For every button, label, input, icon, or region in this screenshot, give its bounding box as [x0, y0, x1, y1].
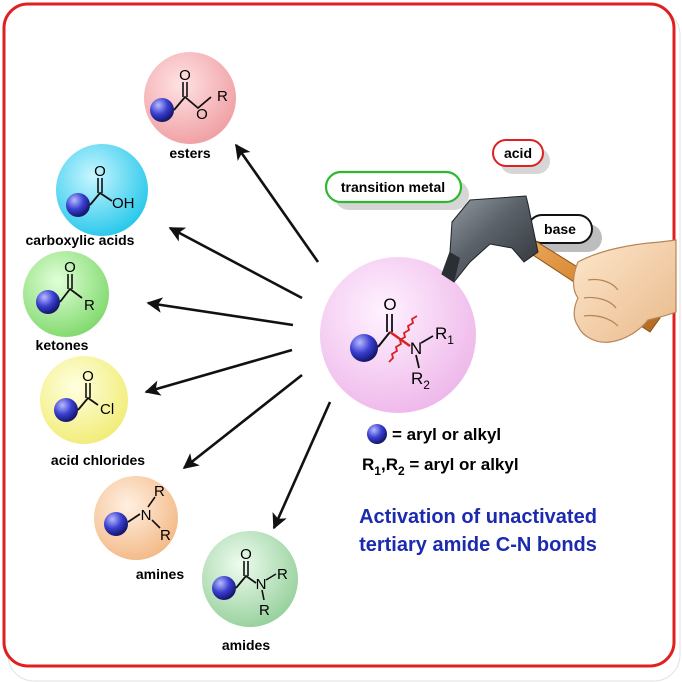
ball-legend-text: = aryl or alkyl	[392, 425, 501, 444]
caption-line-1: Activation of unactivated	[359, 506, 597, 528]
nitrogen-atom: N	[410, 339, 422, 358]
transition-metal-tag-label: transition metal	[341, 179, 445, 195]
product-carboxylic-acids: O OH carboxylic acids	[26, 144, 148, 248]
product-ketones: O R ketones	[23, 251, 109, 353]
r-group: R	[84, 297, 95, 314]
ball-icon	[367, 424, 387, 444]
transition-metal-tag	[324, 170, 463, 204]
carboxylic-acids-label: carboxylic acids	[26, 232, 135, 248]
r-group: R	[259, 602, 270, 619]
n-r1-bond	[420, 335, 434, 344]
hand-icon	[572, 239, 677, 343]
amine-bond	[127, 513, 141, 523]
arrow-to-amines	[182, 373, 303, 470]
substrate-bubble	[320, 257, 476, 413]
acid-tag	[492, 139, 544, 167]
amides-label: amides	[222, 637, 270, 653]
arrow-to-acid-chlorides	[144, 348, 293, 396]
r1-group: R1	[435, 324, 454, 347]
product-esters: O O R esters	[144, 52, 236, 161]
caption-line-2: tertiary amide C-N bonds	[359, 534, 597, 556]
amide-bond	[265, 573, 277, 581]
arrow-to-amides	[272, 401, 332, 530]
ball-carbonyl-bond	[377, 331, 391, 348]
ball-icon	[66, 193, 90, 217]
ball-icon	[350, 334, 378, 362]
ball-icon	[54, 398, 78, 422]
oxygen-atom: O	[383, 295, 396, 314]
chloride-bonds	[77, 396, 99, 411]
oxygen-atom: O	[82, 368, 94, 385]
oxygen-atom: O	[179, 67, 191, 84]
ball-icon	[212, 576, 236, 600]
arrow-to-ketones	[146, 297, 294, 327]
oxygen-atom: O	[240, 546, 252, 563]
reaction-arrows	[144, 143, 332, 530]
oxygen-atom: O	[94, 163, 106, 180]
acid-bonds	[89, 191, 113, 206]
finger-line	[587, 278, 619, 291]
acid-chlorides-label: acid chlorides	[51, 452, 145, 468]
r-group: R	[154, 483, 165, 500]
amide-bond	[261, 589, 265, 601]
product-amines: R N R amines	[94, 476, 184, 582]
amine-bond	[147, 496, 156, 508]
nitrogen-atom: N	[256, 576, 267, 593]
legend: = aryl or alkyl R1,R2 = aryl or alkyl	[362, 424, 519, 478]
n-r2-bond	[415, 354, 420, 369]
ester-bonds	[173, 95, 212, 111]
base-tag-label: base	[544, 221, 576, 237]
r-group: R	[217, 88, 228, 105]
finger-line	[583, 314, 619, 327]
activator-tags: acid transition metal base	[324, 139, 602, 252]
hammer-face	[442, 252, 460, 282]
amide-bonds	[235, 574, 257, 589]
chlorine-atom: Cl	[100, 401, 114, 418]
esters-bubble	[144, 52, 236, 144]
ketone-bonds	[59, 287, 83, 303]
amines-bubble	[94, 476, 178, 560]
nitrogen-atom: N	[141, 507, 152, 524]
hydroxyl-group: OH	[112, 195, 135, 212]
ball-icon	[36, 290, 60, 314]
r-legend-text: R1,R2 = aryl or alkyl	[362, 455, 519, 478]
arrow-to-esters	[234, 143, 320, 263]
oxygen-atom: O	[196, 106, 208, 123]
amine-bond	[151, 519, 161, 529]
substrate-tertiary-amide: O N R1 R2	[320, 257, 476, 413]
product-acid-chlorides: O Cl acid chlorides	[40, 356, 145, 468]
caption: Activation of unactivated tertiary amide…	[359, 506, 597, 556]
ketones-label: ketones	[36, 337, 89, 353]
ball-icon	[150, 98, 174, 122]
esters-label: esters	[169, 145, 210, 161]
acid-tag-label: acid	[504, 145, 532, 161]
r2-group: R2	[411, 369, 430, 392]
acid-chlorides-bubble	[40, 356, 128, 444]
oxygen-atom: O	[64, 259, 76, 276]
r-group: R	[160, 527, 171, 544]
finger-line	[583, 296, 617, 309]
ball-icon	[104, 512, 128, 536]
arrow-to-carboxylic-acids	[168, 226, 303, 300]
r-group: R	[277, 566, 288, 583]
product-amides: O N R R amides	[202, 531, 298, 653]
amines-label: amines	[136, 566, 184, 582]
bond-cleavage-squiggle	[388, 315, 418, 363]
